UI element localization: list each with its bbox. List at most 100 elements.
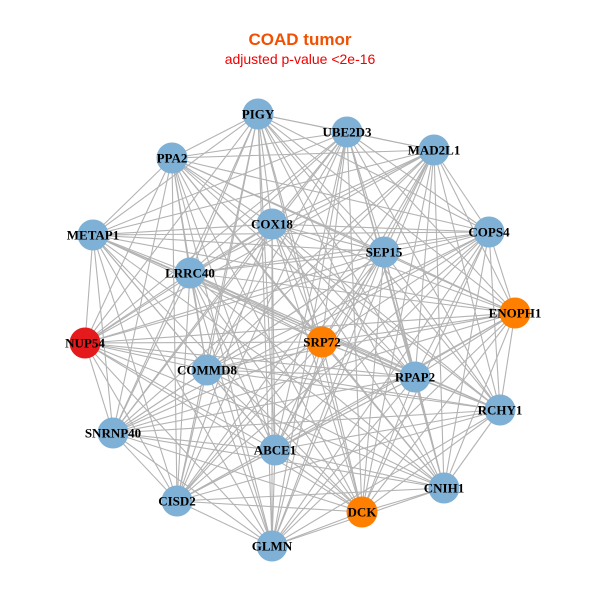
- node-label: MAD2L1: [408, 143, 461, 158]
- edge-MAD2L1-PPA2: [171, 149, 435, 159]
- node-label: COPS4: [468, 225, 510, 240]
- edge-SEP15-LRRC40: [189, 251, 385, 274]
- edge-UBE2D3-COMMD8: [206, 131, 348, 371]
- node-nup54[interactable]: NUP54: [65, 327, 105, 359]
- edge-UBE2D3-ABCE1: [274, 131, 348, 451]
- edge-COPS4-COMMD8: [206, 231, 490, 371]
- node-label: UBE2D3: [322, 125, 372, 140]
- edge-SEP15-RCHY1: [383, 251, 501, 411]
- edge-PIGY-NUP54: [84, 113, 259, 344]
- edge-COPS4-SEP15: [383, 231, 490, 253]
- edge-SNRNP40-DCK: [112, 432, 363, 513]
- node-label: SEP15: [366, 245, 403, 260]
- node-circle[interactable]: [174, 257, 206, 289]
- node-ube2d3[interactable]: UBE2D3: [322, 116, 372, 148]
- edge-UBE2D3-LRRC40: [189, 131, 348, 274]
- chart-title: COAD tumor: [248, 30, 352, 49]
- edge-UBE2D3-CNIH1: [346, 131, 445, 489]
- node-rchy1[interactable]: RCHY1: [478, 394, 523, 426]
- node-label: COX18: [251, 217, 293, 232]
- node-circle[interactable]: [242, 98, 274, 130]
- node-dck[interactable]: DCK: [346, 496, 378, 528]
- edge-LRRC40-NUP54: [84, 272, 191, 344]
- node-label: RPAP2: [395, 370, 435, 385]
- node-circle[interactable]: [191, 354, 223, 386]
- node-cnih1[interactable]: CNIH1: [424, 472, 464, 504]
- node-rpap2[interactable]: RPAP2: [395, 361, 435, 393]
- node-srp72[interactable]: SRP72: [303, 326, 341, 358]
- node-circle[interactable]: [306, 326, 338, 358]
- edge-SEP15-GLMN: [271, 251, 385, 547]
- edge-LRRC40-COMMD8: [189, 272, 208, 371]
- edge-METAP1-NUP54: [84, 234, 94, 344]
- edge-COMMD8-RPAP2: [206, 369, 416, 378]
- edge-COX18-RCHY1: [271, 223, 501, 411]
- node-metap1[interactable]: METAP1: [67, 219, 119, 251]
- node-circle[interactable]: [259, 434, 291, 466]
- edge-SEP15-CISD2: [176, 251, 385, 502]
- node-circle[interactable]: [331, 116, 363, 148]
- edge-LRRC40-ABCE1: [189, 272, 276, 451]
- node-label: CNIH1: [424, 481, 464, 496]
- edge-NUP54-RCHY1: [84, 342, 501, 411]
- edge-COPS4-RCHY1: [488, 231, 501, 411]
- node-label: PPA2: [157, 151, 188, 166]
- node-circle[interactable]: [418, 134, 450, 166]
- edge-UBE2D3-PPA2: [171, 131, 348, 159]
- node-circle[interactable]: [428, 472, 460, 504]
- node-circle[interactable]: [161, 485, 193, 517]
- node-label: NUP54: [65, 336, 105, 351]
- node-circle[interactable]: [256, 208, 288, 240]
- edge-RCHY1-SNRNP40: [112, 409, 501, 434]
- node-snrnp40[interactable]: SNRNP40: [85, 417, 141, 449]
- edge-COPS4-RPAP2: [414, 231, 490, 378]
- node-cox18[interactable]: COX18: [251, 208, 293, 240]
- node-glmn[interactable]: GLMN: [252, 530, 293, 562]
- edge-MAD2L1-CISD2: [176, 149, 435, 502]
- edge-COPS4-SNRNP40: [112, 231, 490, 434]
- edge-PIGY-PPA2: [171, 113, 259, 159]
- node-circle[interactable]: [484, 394, 516, 426]
- edge-PIGY-ENOPH1: [257, 113, 516, 314]
- node-cisd2[interactable]: CISD2: [158, 485, 196, 517]
- node-enoph1[interactable]: ENOPH1: [489, 297, 542, 329]
- node-commd8[interactable]: COMMD8: [177, 354, 237, 386]
- edge-LRRC40-CISD2: [176, 272, 191, 502]
- edge-UBE2D3-ENOPH1: [346, 131, 516, 314]
- node-circle[interactable]: [368, 236, 400, 268]
- node-circle[interactable]: [499, 297, 531, 329]
- node-circle[interactable]: [256, 530, 288, 562]
- node-circle[interactable]: [399, 361, 431, 393]
- edge-PIGY-COPS4: [257, 113, 490, 233]
- node-circle[interactable]: [97, 417, 129, 449]
- edge-PPA2-SNRNP40: [112, 157, 173, 434]
- edge-COX18-SRP72: [271, 223, 323, 343]
- edges-layer: [84, 113, 516, 547]
- node-label: METAP1: [67, 228, 119, 243]
- node-lrrc40[interactable]: LRRC40: [165, 257, 215, 289]
- node-sep15[interactable]: SEP15: [366, 236, 403, 268]
- node-circle[interactable]: [156, 142, 188, 174]
- node-circle[interactable]: [346, 496, 378, 528]
- edge-NUP54-ABCE1: [84, 342, 276, 451]
- edge-COMMD8-SNRNP40: [112, 369, 208, 434]
- edge-SRP72-SNRNP40: [112, 341, 323, 434]
- edge-METAP1-SNRNP40: [92, 234, 114, 434]
- edge-RCHY1-ABCE1: [274, 409, 501, 451]
- edge-ENOPH1-SRP72: [321, 312, 516, 343]
- edge-MAD2L1-COPS4: [433, 149, 490, 233]
- node-cops4[interactable]: COPS4: [468, 216, 510, 248]
- node-abce1[interactable]: ABCE1: [254, 434, 297, 466]
- node-ppa2[interactable]: PPA2: [156, 142, 188, 174]
- node-circle[interactable]: [473, 216, 505, 248]
- node-circle[interactable]: [69, 327, 101, 359]
- edge-NUP54-COMMD8: [84, 342, 208, 371]
- node-circle[interactable]: [77, 219, 109, 251]
- node-pigy[interactable]: PIGY: [242, 98, 275, 130]
- edge-ENOPH1-RCHY1: [499, 312, 516, 411]
- edge-LRRC40-RPAP2: [189, 272, 416, 378]
- edge-METAP1-LRRC40: [92, 234, 191, 274]
- edge-PPA2-ENOPH1: [171, 157, 516, 314]
- node-mad2l1[interactable]: MAD2L1: [408, 134, 461, 166]
